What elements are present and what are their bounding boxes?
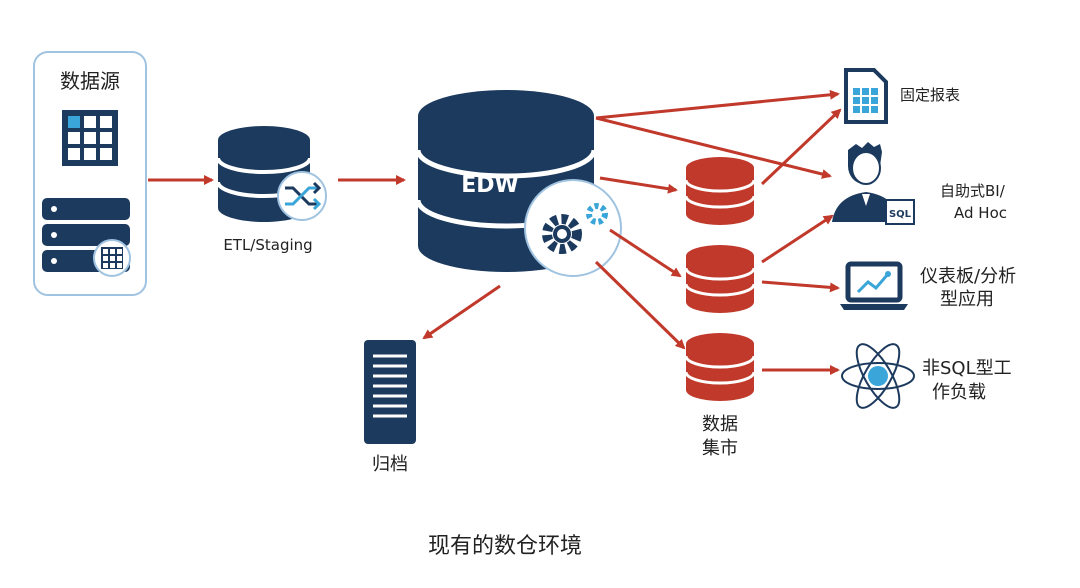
atom-icon xyxy=(841,343,915,409)
etl-label: ETL/Staging xyxy=(223,236,312,254)
nosql-label-line1: 非SQL型工 xyxy=(922,358,1012,379)
data-source-title: 数据源 xyxy=(60,69,120,93)
sql-badge-text: SQL xyxy=(889,209,912,220)
arrow-edw-to-mart2 xyxy=(609,228,682,278)
gear-icon xyxy=(524,179,622,277)
arrow-edw-to-archive xyxy=(422,284,501,340)
person-icon: SQL xyxy=(832,142,915,225)
archive-server-icon xyxy=(364,340,416,444)
arrow-edw-to-mart1 xyxy=(599,176,678,194)
reports-label: 固定报表 xyxy=(900,86,960,104)
selfservice-label-line2: Ad Hoc xyxy=(954,204,1007,222)
datamart-label-line1: 数据 xyxy=(702,414,738,435)
shuffle-icon xyxy=(277,171,327,221)
selfservice-label-line1: 自助式BI/ xyxy=(940,182,1006,200)
sql-badge: SQL xyxy=(885,199,915,225)
nosql-label-line2: 作负载 xyxy=(932,382,986,403)
arrow-mart1-to-reports xyxy=(760,108,842,186)
arrow-edw-to-mart3 xyxy=(594,260,686,350)
laptop-chart-icon xyxy=(840,261,908,310)
arrow-mart2-to-dashboard xyxy=(761,280,840,293)
archive-label: 归档 xyxy=(372,454,408,475)
arrow-edw-to-selfservice xyxy=(595,116,832,179)
datamart-database-icon-2 xyxy=(684,245,756,313)
dashboard-label-line1: 仪表板/分析 xyxy=(920,266,1016,287)
arrow-edw-to-reports xyxy=(595,89,840,120)
datamart-database-icon-3 xyxy=(684,333,756,401)
etl-database-icon xyxy=(216,126,327,222)
arrow-mart2-to-selfservice xyxy=(761,214,834,264)
edw-database-icon: EDW xyxy=(415,90,622,277)
grid-icon xyxy=(62,110,118,166)
server-rack-icon xyxy=(42,198,131,277)
data-source-panel: 数据源 xyxy=(33,51,147,296)
datamart-label-line2: 集市 xyxy=(702,438,738,459)
edw-label: EDW xyxy=(461,173,519,198)
file-report-icon xyxy=(844,68,888,124)
diagram-caption: 现有的数仓环境 xyxy=(428,534,582,559)
dashboard-label-line2: 型应用 xyxy=(940,289,994,310)
datamart-database-icon-1 xyxy=(684,157,756,225)
